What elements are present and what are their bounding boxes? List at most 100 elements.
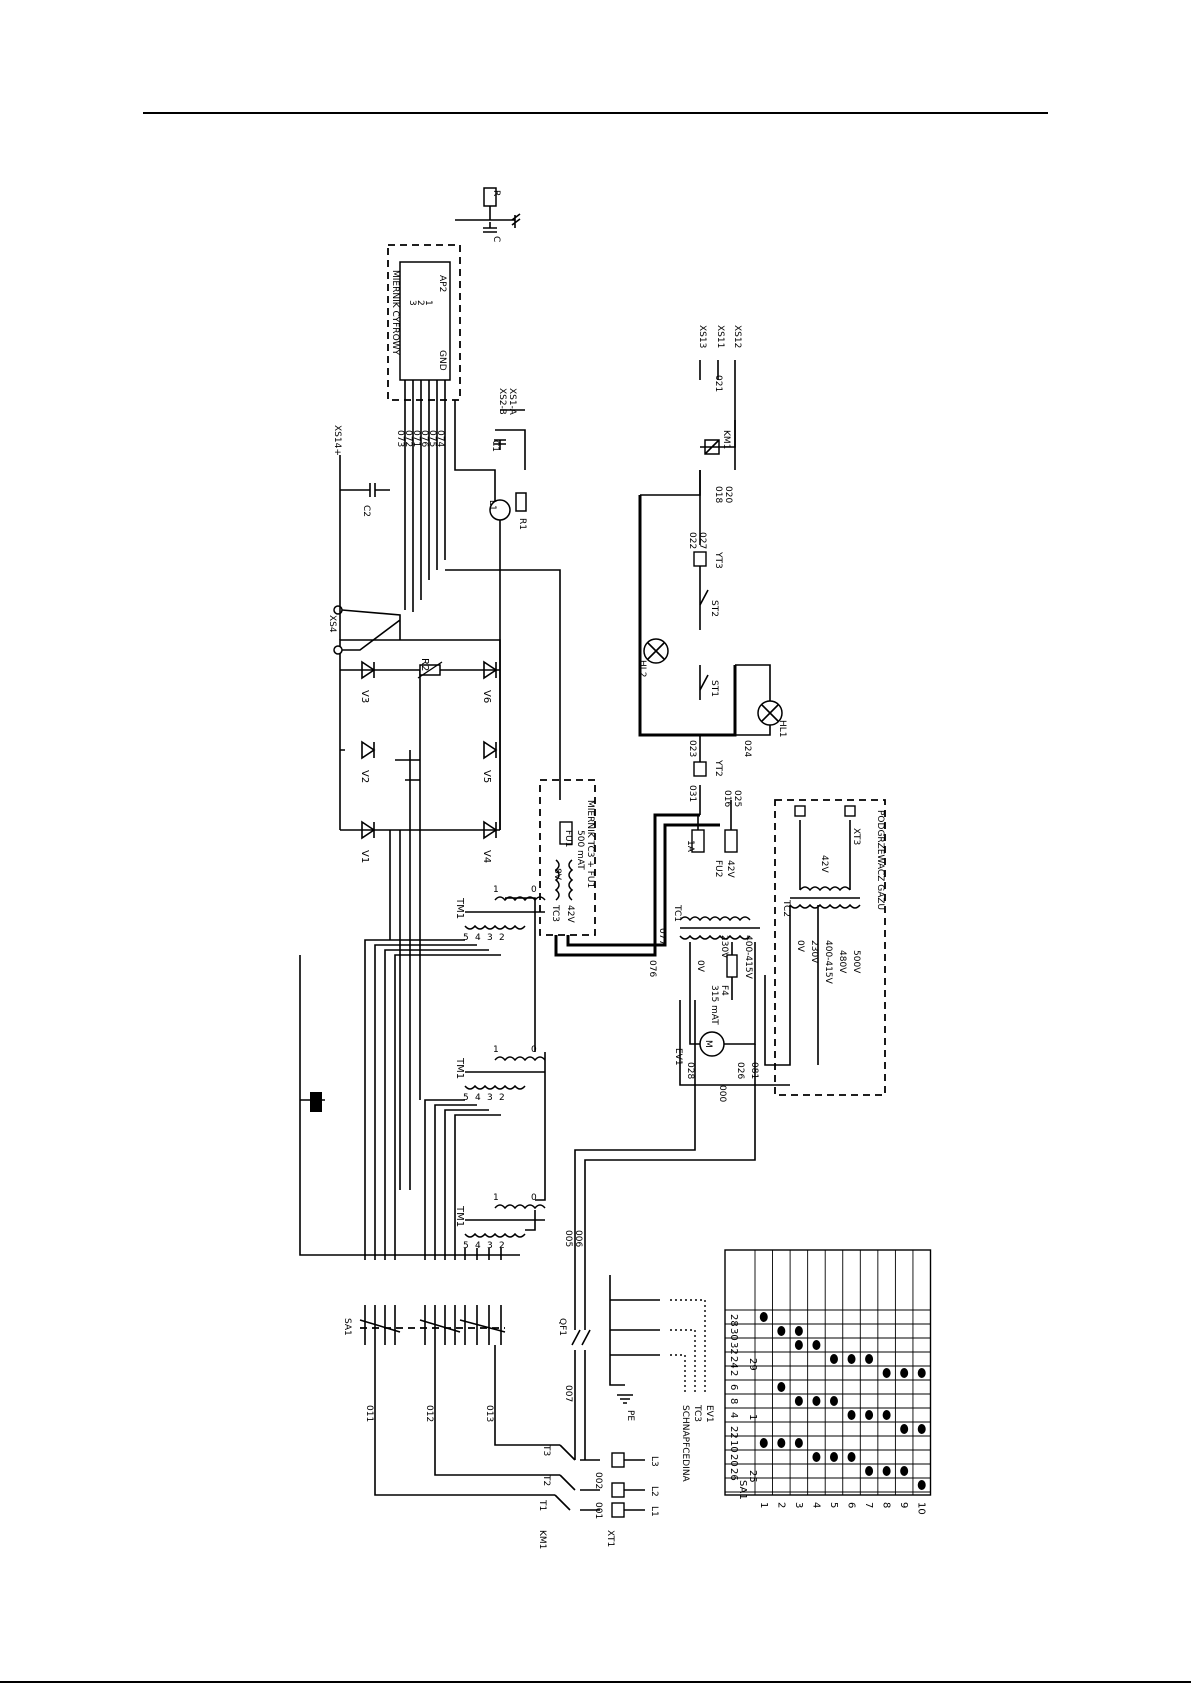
tc3-fuse: FU1	[563, 830, 573, 848]
tm1-c-s2: 2	[499, 1241, 505, 1251]
wire-011: 011	[364, 1405, 374, 1422]
sa1-contact-dot	[847, 1354, 856, 1364]
secondary-bundles	[364, 939, 502, 1260]
sa1-table-frame	[724, 1249, 932, 1496]
sa1-contact-label: 26	[728, 1468, 739, 1481]
tc1-fuse: F4	[719, 985, 729, 996]
tc2-tap-480: 480V	[837, 950, 847, 974]
tm1-b-s5: 5	[463, 1093, 469, 1103]
svg-text:PE: PE	[625, 1410, 635, 1421]
tm1-c-p0: 0	[531, 1193, 537, 1203]
sa1-contact-label: 2	[728, 1370, 739, 1376]
wire-023: 023	[687, 740, 697, 757]
tm1-b-p1: 1	[493, 1045, 499, 1055]
sa1-group-label: 1	[747, 1414, 758, 1420]
tm1-a-s4: 4	[475, 933, 481, 943]
sa1-contact-dot	[777, 1382, 786, 1392]
wire-027: 027	[697, 532, 707, 549]
sa1-contact-label: 22	[728, 1426, 739, 1439]
tm1-a-s2: 2	[499, 933, 505, 943]
transformer-tc2: TC2 0V 230V 400-415V 480V 500V 42V XT3	[781, 805, 861, 1000]
switch-sa1: SA1	[342, 1305, 506, 1345]
sa1-contact-dot	[812, 1396, 821, 1406]
tm1-b-p0: 0	[531, 1045, 537, 1055]
wire-081: 081	[749, 1062, 759, 1079]
tc3-primary: 42V	[565, 905, 575, 923]
svg-text:YT3: YT3	[713, 551, 723, 569]
tc2-xt: XT3	[851, 828, 861, 845]
svg-text:YT2: YT2	[713, 759, 723, 777]
svg-text:QF1: QF1	[557, 1318, 567, 1336]
sa1-position-label: 3	[793, 1502, 804, 1508]
pot-r2: R2	[417, 658, 443, 679]
tc3-secondary: 8V	[552, 868, 562, 881]
wire-013: 013	[484, 1405, 494, 1422]
transformer-tm1-a: TM1 1 0 5 4 3 2	[454, 885, 546, 943]
tc3-fuse-rating: 500 mAT	[575, 830, 585, 870]
sa1-contact-dot	[812, 1340, 821, 1350]
sa1-contact-label: 4	[728, 1412, 739, 1418]
sa1-contact-label: 10	[728, 1440, 739, 1453]
tc2-frame	[774, 799, 886, 1096]
tc1-ref: TC1	[672, 904, 682, 922]
line-l3: L3	[649, 1456, 659, 1467]
sa1-group-label: 25	[747, 1470, 758, 1483]
sa1-contact-dot	[917, 1368, 926, 1378]
tc2-tap-0v: 0V	[795, 940, 805, 953]
wire-002: 002	[593, 1472, 603, 1489]
bridge-feed	[389, 750, 421, 1190]
tm1-c-ref: TM1	[454, 1205, 465, 1227]
sa1-contact-dot	[917, 1424, 926, 1434]
sa1-contact-dot	[777, 1438, 786, 1448]
diode-v4: V4	[481, 850, 492, 863]
sa1-contact-dot	[865, 1354, 874, 1364]
pe-grounding: PE SCHNAPFCEDINA TC3 EV1	[609, 1275, 714, 1483]
line-t2: T2	[541, 1474, 551, 1486]
module-wires	[404, 380, 561, 800]
svg-text:XS2-B: XS2-B	[497, 388, 507, 415]
svg-text:HL1: HL1	[777, 720, 787, 738]
tm1-b-s4: 4	[475, 1093, 481, 1103]
module-ap2	[399, 261, 451, 381]
sa1-contact-dot	[917, 1480, 926, 1490]
svg-text:R1: R1	[517, 518, 527, 530]
sa1-contact-label: 32	[728, 1342, 739, 1355]
fuse-fu2: 1A FU2 42V	[685, 800, 738, 878]
svg-text:C2: C2	[361, 505, 371, 517]
sa1-position-label: 9	[898, 1502, 909, 1508]
tc3-frame	[539, 779, 596, 936]
wire-018: 018	[713, 486, 723, 503]
wire-016: 016	[722, 790, 732, 807]
tm1-c-s5: 5	[463, 1241, 469, 1251]
sa1-position-label: 7	[863, 1502, 874, 1508]
sa1-position-label: 4	[810, 1502, 821, 1508]
module-pin-2: 2	[415, 300, 425, 306]
tc3-ref: TC3	[550, 904, 560, 922]
tm1-b-ref: TM1	[454, 1057, 465, 1079]
thermostat-yt3	[693, 551, 707, 567]
pe-label-2: EV1	[704, 1405, 714, 1423]
sa1-contact-dot	[882, 1410, 891, 1420]
r2-label: R2	[419, 658, 430, 671]
diode-v5: V5	[481, 770, 492, 783]
pe-label-0: SCHNAPFCEDINA	[680, 1405, 690, 1483]
tm1-a-p1: 1	[493, 885, 499, 895]
breaker-qf1: QF1 005 006 007	[557, 1000, 756, 1460]
wire-071: 071	[411, 430, 421, 447]
svg-text:XT1: XT1	[605, 1530, 615, 1547]
sa1-contact-label: 30	[728, 1328, 739, 1341]
svg-text:ST2: ST2	[709, 600, 719, 617]
tm1-a-s3: 3	[487, 933, 493, 943]
sa1-contact-dot	[882, 1466, 891, 1476]
svg-text:KM1: KM1	[537, 1530, 547, 1549]
module-pin-3: 3	[407, 300, 417, 306]
svg-text:XS14+: XS14+	[332, 425, 342, 456]
wire-031: 031	[687, 785, 697, 802]
svg-text:XS4: XS4	[327, 615, 337, 633]
fu2-rating: 1A	[685, 840, 695, 853]
tc2-title: PODGRZEWACZ GAZU	[875, 810, 885, 910]
transformer-tm1-b: TM1 1 0 5 4 3 2	[454, 1045, 546, 1103]
tc1-fuse-rating: 315 mAT	[709, 985, 719, 1025]
wire-021: 021	[713, 375, 723, 392]
